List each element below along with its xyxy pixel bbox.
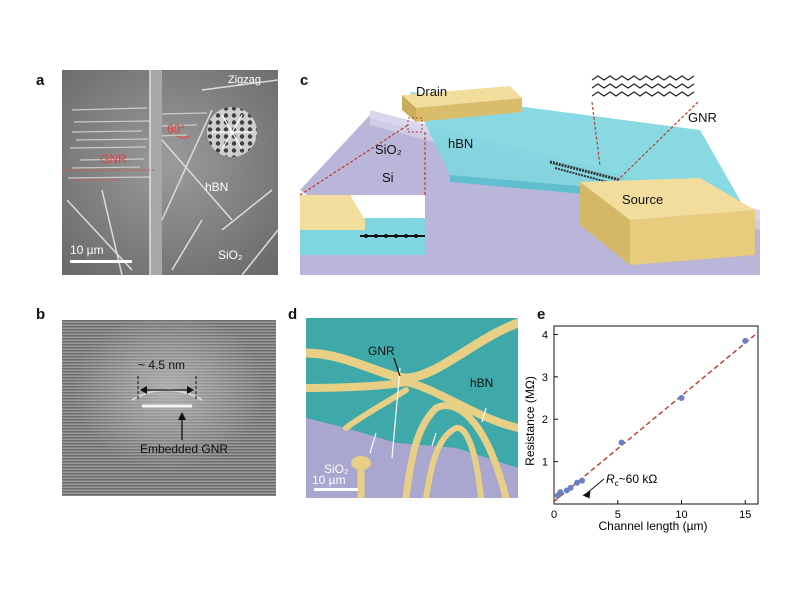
sio2-label-d: SiO₂ [324,462,349,476]
x-axis-label: Channel length (µm) [599,519,708,533]
y-tick-label: 3 [542,372,548,384]
hbn-label-d: hBN [470,376,494,390]
panel-d-letter: d [288,306,298,323]
rc-symbol: R [606,472,615,486]
data-point [573,479,580,486]
embedded-gnr-label: Embedded GNR [140,442,229,456]
panel-c-device-schematic [300,70,760,275]
panel-b-letter: b [36,306,46,323]
y-axis-label: Resistance (MΩ) [523,376,537,466]
panel-d-scale-bar [314,488,358,491]
fit-line-group [553,331,759,502]
data-point [567,484,574,491]
y-tick-label: 4 [542,329,548,341]
resistance-chart: 0 5 10 15 1 2 3 4 Channel length (µm) Resistanc… [523,325,759,533]
drain-pad [402,86,522,108]
x-tick-label: 15 [739,509,751,521]
panel-d-svg [306,318,518,498]
data-point [678,395,685,402]
sio2-label-a: SiO₂ [218,248,243,262]
data-point [742,337,749,344]
gnr-label-a: GNR [100,152,127,166]
cross-section-inset [300,195,425,275]
rc-subscript: c [615,479,619,488]
rc-annotation-text: Rc~60 kΩ [606,472,657,488]
hbn-flake [410,92,740,200]
electrodes [306,318,518,498]
hbn-label-a: hBN [205,180,229,194]
gnr-label-c: GNR [688,110,717,125]
x-tick-label: 0 [551,509,557,521]
gnr-lattice-inset [590,72,700,102]
data-point [579,477,586,484]
panel-e-letter: e [537,306,546,323]
fit-line [553,331,759,502]
x-tick-label: 5 [615,509,621,521]
chart-axes: 0 5 10 15 1 2 3 4 [542,325,759,521]
x-tick-label: 10 [675,509,687,521]
panel-b-svg [62,320,276,496]
data-points [554,337,749,499]
rc-annotation: Rc~60 kΩ [582,472,657,499]
scale-label-d: 10 µm [312,473,346,487]
source-label: Source [622,192,664,207]
panel-a-scale-bar [70,260,132,263]
zigzag-label: Zigzag [228,74,262,86]
angle-label: 60° [167,122,186,136]
panel-a-letter: a [36,72,45,89]
drain-label: Drain [416,84,448,99]
rc-arrow-head [582,490,591,499]
si-label-c: Si [382,170,394,185]
scale-label-a: 10 µm [70,243,104,257]
panel-a-sem-image [62,70,278,275]
data-point [557,489,564,496]
panel-d-sem-image [306,318,518,498]
panel-b-tem-image [62,320,276,496]
rc-value: ~60 kΩ [619,472,658,486]
hbn-label-c: hBN [448,136,474,151]
y-tick-label: 2 [542,414,548,426]
axis-labels: Channel length (µm) Resistance (MΩ) [523,376,707,533]
source-pad [580,178,755,220]
y-tick-label: 1 [542,457,548,469]
panel-c-letter: c [300,72,309,89]
panel-c-svg [300,72,760,275]
gnr-label-d: GNR [368,344,395,358]
sio2-label-c: SiO₂ [375,142,402,157]
plot-frame [553,325,759,505]
panel-a-svg [62,70,278,275]
gnr-width-label: ~ 4.5 nm [138,358,186,372]
data-point [618,439,625,446]
